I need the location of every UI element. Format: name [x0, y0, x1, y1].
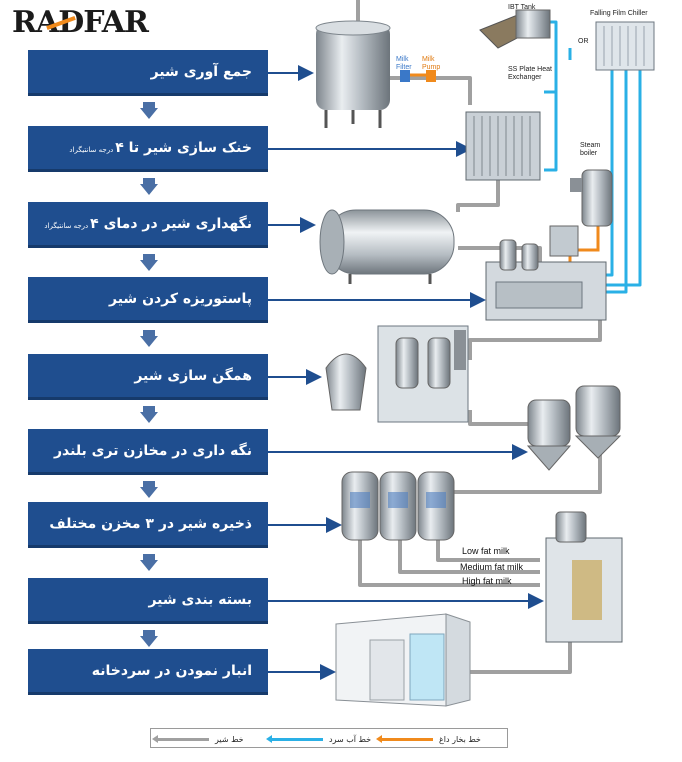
step-7-label: ذخیره شیر در ۳ مخزن مختلف: [49, 515, 252, 532]
homogenizer: [325, 325, 469, 423]
step-7: ذخیره شیر در ۳ مخزن مختلف: [28, 502, 268, 548]
ss-plate-label: SS Plate Heat Exchanger: [508, 66, 552, 81]
tri-blender-tanks: [526, 385, 622, 471]
low-fat-label: Low fat milk: [462, 546, 510, 556]
step-1: جمع آوری شیر: [28, 50, 268, 96]
ibt-tank: [479, 9, 551, 49]
legend-steam-text: خط بخار داغ: [439, 734, 481, 744]
step-9: انبار نمودن در سردخانه: [28, 649, 268, 695]
step-5-label: همگن سازی شیر: [134, 367, 252, 384]
down-arrow-icon: [140, 479, 158, 499]
legend: خط شیر خط آب سرد خط بخار داغ: [150, 728, 508, 748]
step-6: نگه داری در مخازن تری بلندر: [28, 429, 268, 475]
storage-silos: [341, 471, 455, 541]
steam-boiler: [570, 169, 613, 227]
down-arrow-icon: [140, 404, 158, 424]
step-8-label: بسته بندی شیر: [148, 591, 252, 608]
falling-film-label: Falling Film Chiller: [590, 10, 648, 17]
cold-storage-tank: [319, 209, 455, 284]
step-connectors: [268, 65, 544, 680]
legend-milk: خط شیر: [152, 733, 244, 745]
step-4-label: پاستوریزه کردن شیر: [109, 290, 252, 307]
legend-cold-water-swatch: [266, 734, 323, 743]
step-2-label: خنک سازی شیر تا ۴درجه سانتیگراد: [69, 139, 252, 156]
cold-room: [335, 613, 471, 707]
legend-milk-swatch: [152, 734, 209, 743]
legend-steam-swatch: [376, 734, 433, 743]
legend-steam: خط بخار داغ: [376, 733, 481, 745]
step-4: پاستوریزه کردن شیر: [28, 277, 268, 323]
step-3: نگهداری شیر در دمای ۴درجه سانتیگراد: [28, 202, 268, 248]
step-6-label: نگه داری در مخازن تری بلندر: [53, 442, 252, 459]
down-arrow-icon: [140, 176, 158, 196]
legend-cold-water-text: خط آب سرد: [329, 734, 372, 744]
ibt-tank-label: IBT Tank: [508, 4, 536, 11]
plate-heat-exchanger: [465, 111, 541, 181]
legend-cold-water: خط آب سرد: [266, 733, 372, 745]
falling-film-chiller: [595, 21, 655, 71]
logo-text: RADFAR: [12, 5, 149, 40]
down-arrow-icon: [140, 252, 158, 272]
step-5: همگن سازی شیر: [28, 354, 268, 400]
step-2: خنک سازی شیر تا ۴درجه سانتیگراد: [28, 126, 268, 172]
medium-fat-label: Medium fat milk: [460, 562, 524, 572]
down-arrow-icon: [140, 328, 158, 348]
step-8: بسته بندی شیر: [28, 578, 268, 624]
packaging-machine: [545, 511, 623, 643]
milk-pump-label: Milk Pump: [422, 56, 441, 71]
or-label: OR: [578, 38, 589, 45]
high-fat-label: High fat milk: [462, 576, 512, 586]
down-arrow-icon: [140, 552, 158, 572]
pasteurizer: [485, 225, 607, 321]
legend-milk-text: خط شیر: [215, 734, 244, 744]
down-arrow-icon: [140, 628, 158, 648]
radfar-logo: RADFAR: [12, 4, 172, 42]
step-9-label: انبار نمودن در سردخانه: [91, 662, 252, 679]
down-arrow-icon: [140, 100, 158, 120]
steam-boiler-label: Steam boiler: [580, 142, 601, 157]
step-3-label: نگهداری شیر در دمای ۴درجه سانتیگراد: [44, 215, 252, 232]
milk-filter-label: Milk Filter: [396, 56, 412, 71]
step-1-label: جمع آوری شیر: [150, 63, 252, 80]
collection-tank: [315, 20, 436, 128]
